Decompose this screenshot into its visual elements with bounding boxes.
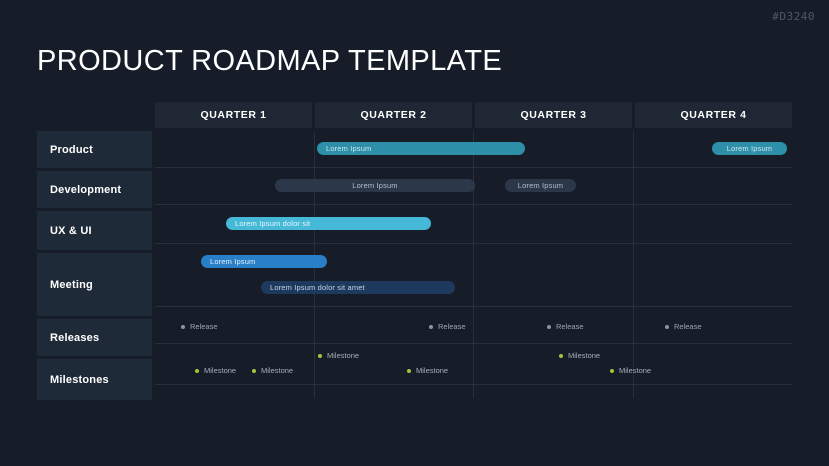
milestone-marker-label: Milestone: [568, 351, 601, 360]
milestone-dot-icon: [195, 368, 199, 373]
milestone-dot-icon: [559, 353, 563, 358]
task-bar-meeting-1[interactable]: Lorem Ipsum: [201, 255, 327, 268]
release-marker-label: Release: [190, 322, 218, 331]
swimlane-row-meeting: Lorem Ipsum Lorem Ipsum dolor sit amet: [155, 244, 792, 307]
release-marker-3[interactable]: Release: [547, 322, 584, 331]
release-dot-icon: [181, 324, 185, 329]
swimlane-label-product[interactable]: Product: [37, 131, 152, 168]
task-bar-development-2[interactable]: Lorem Ipsum: [505, 179, 576, 192]
release-dot-icon: [429, 324, 433, 329]
quarter-header-q2[interactable]: QUARTER 2: [315, 102, 472, 128]
milestone-marker-1[interactable]: Milestone: [195, 366, 236, 375]
task-bar-meeting-2[interactable]: Lorem Ipsum dolor sit amet: [261, 281, 455, 294]
milestone-marker-2[interactable]: Milestone: [252, 366, 293, 375]
release-marker-label: Release: [556, 322, 584, 331]
swimlane-label-releases[interactable]: Releases: [37, 319, 152, 356]
milestone-marker-label: Milestone: [204, 366, 237, 375]
quarter-header-row: QUARTER 1 QUARTER 2 QUARTER 3 QUARTER 4: [155, 102, 792, 128]
release-marker-1[interactable]: Release: [181, 322, 218, 331]
roadmap-chart: QUARTER 1 QUARTER 2 QUARTER 3 QUARTER 4 …: [37, 102, 792, 400]
page-title: PRODUCT ROADMAP TEMPLATE: [37, 45, 503, 78]
quarter-header-q4[interactable]: QUARTER 4: [635, 102, 792, 128]
task-bar-product-2[interactable]: Lorem Ipsum: [712, 142, 787, 155]
milestone-marker-label: Milestone: [619, 366, 652, 375]
swimlane-row-ux-ui: Lorem Ipsum dolor sit: [155, 205, 792, 244]
swimlane-label-milestones[interactable]: Milestones: [37, 359, 152, 400]
milestone-marker-label: Milestone: [416, 366, 449, 375]
milestone-dot-icon: [318, 353, 322, 358]
milestone-marker-3[interactable]: Milestone: [318, 351, 359, 360]
milestone-marker-label: Milestone: [261, 366, 294, 375]
swimlane-label-ux-ui[interactable]: UX & UI: [37, 211, 152, 250]
swimlane-row-milestones: Milestone Milestone Milestone Milestone …: [155, 344, 792, 385]
swimlane-label-meeting[interactable]: Meeting: [37, 253, 152, 316]
milestone-marker-5[interactable]: Milestone: [559, 351, 600, 360]
swimlane-row-releases: Release Release Release Release: [155, 307, 792, 344]
swimlane-label-column: Product Development UX & UI Meeting Rele…: [37, 131, 152, 403]
swimlane-label-development[interactable]: Development: [37, 171, 152, 208]
task-bar-uxui-1[interactable]: Lorem Ipsum dolor sit: [226, 217, 431, 230]
milestone-marker-6[interactable]: Milestone: [610, 366, 651, 375]
quarter-header-q3[interactable]: QUARTER 3: [475, 102, 632, 128]
task-bar-development-1[interactable]: Lorem Ipsum: [275, 179, 475, 192]
release-dot-icon: [665, 324, 669, 329]
milestone-dot-icon: [610, 368, 614, 373]
quarter-header-q1[interactable]: QUARTER 1: [155, 102, 312, 128]
milestone-marker-4[interactable]: Milestone: [407, 366, 448, 375]
release-marker-label: Release: [674, 322, 702, 331]
template-code: #D3240: [772, 10, 815, 23]
swimlane-row-product: Lorem Ipsum Lorem Ipsum: [155, 131, 792, 168]
quarter-divider-2: [473, 131, 474, 398]
milestone-marker-label: Milestone: [327, 351, 360, 360]
release-marker-4[interactable]: Release: [665, 322, 702, 331]
timeline-grid: Lorem Ipsum Lorem Ipsum Lorem Ipsum Lore…: [155, 131, 792, 398]
milestone-dot-icon: [252, 368, 256, 373]
release-marker-2[interactable]: Release: [429, 322, 466, 331]
release-marker-label: Release: [438, 322, 466, 331]
task-bar-product-1[interactable]: Lorem Ipsum: [317, 142, 525, 155]
milestone-dot-icon: [407, 368, 411, 373]
quarter-divider-3: [633, 131, 634, 398]
release-dot-icon: [547, 324, 551, 329]
swimlane-row-development: Lorem Ipsum Lorem Ipsum: [155, 168, 792, 205]
